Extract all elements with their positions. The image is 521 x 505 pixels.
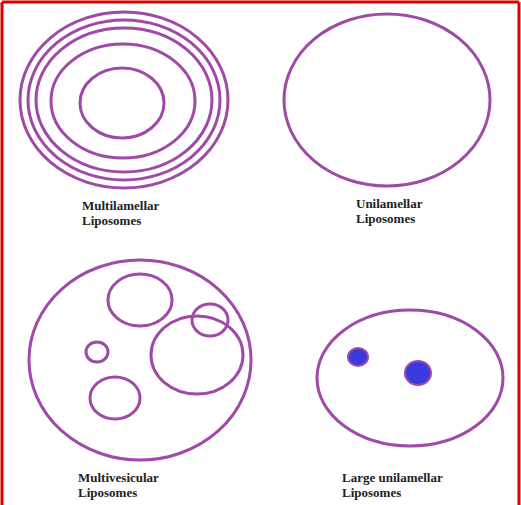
inner-bilayer [108,274,172,326]
lipid-bilayer [284,14,490,186]
frame-line [518,2,521,505]
caption-holder: Multilamellar Liposomes [82,198,192,228]
liposome-caption: Multilamellar Liposomes [82,198,192,228]
liposome: Multilamellar Liposomes [18,10,230,190]
encapsulated-drug [405,361,431,385]
inner-bilayer [192,304,228,336]
liposome-caption: Large unilamellar Liposomes [342,470,477,500]
liposome: Multivesicular Liposomes [27,258,253,462]
encapsulated-drug [348,348,368,366]
liposome: Large unilamellar Liposomes [315,308,505,448]
frame-line [2,1,519,4]
caption-holder: Unilamellar Liposomes [356,196,466,226]
caption-holder: Multivesicular Liposomes [78,470,188,500]
liposome-caption: Unilamellar Liposomes [356,196,466,226]
inner-bilayer [86,342,108,362]
liposome-caption: Multivesicular Liposomes [78,470,188,500]
liposome-outline [27,258,253,462]
lipid-bilayer [20,12,228,188]
inner-bilayer [36,28,212,172]
caption-holder: Large unilamellar Liposomes [342,470,477,500]
lipid-bilayer [29,260,251,460]
inner-bilayer [80,68,164,138]
inner-bilayer [151,316,243,394]
lipid-bilayer [317,310,503,446]
inner-bilayer [28,20,220,180]
liposome: Unilamellar Liposomes [282,12,492,188]
liposome-outline [18,10,230,190]
frame-line [1,2,4,505]
inner-bilayer [90,377,140,419]
liposome-outline [315,308,505,448]
liposome-outline [282,12,492,188]
inner-bilayer [51,44,195,158]
